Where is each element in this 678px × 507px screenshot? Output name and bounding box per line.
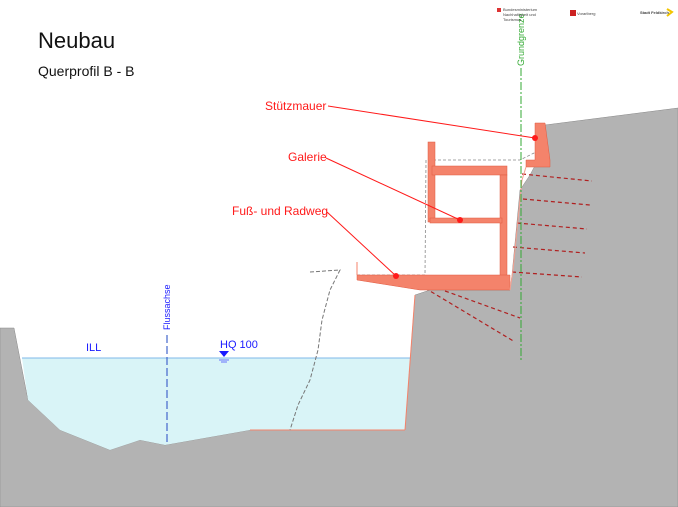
marker-retaining-wall [532,135,538,141]
retaining-wall [525,122,551,168]
ground [0,107,678,507]
gallery-right-wall [499,174,508,283]
label-retaining-wall: Stützmauer [265,99,327,113]
gallery-middle-slab [429,217,503,224]
ground-anchors [424,173,593,343]
page-title: Neubau [38,28,116,53]
river-water [22,358,410,450]
label-gallery: Galerie [288,150,327,164]
logo-ministry-mark [497,8,501,12]
marker-gallery [457,217,463,223]
logo-vorarlberg-mark [570,10,576,16]
label-flood-level: HQ 100 [220,339,258,351]
label-leaders [325,105,536,277]
water-level-ticks [219,359,229,363]
page-subtitle: Querprofil B - B [38,63,135,79]
label-river-axis: Flussachse [162,284,172,330]
path-slab [356,274,511,291]
existing-profile-line [289,269,341,431]
gallery-top-slab [431,165,508,176]
marker-path [393,273,399,279]
logo-vorarlberg: Vorarlberg [577,11,596,16]
wall-back-line [509,166,527,291]
river-bank-line [404,294,416,431]
label-path: Fuß- und Radweg [232,204,329,218]
logo-ministry: Bundesministerium Nachhaltigkeit und Tou… [503,7,538,22]
flood-level-icon [219,351,229,357]
logo-feldkirch-mark [666,8,674,17]
logo-feldkirch: Stadt Feldkirch [640,10,669,15]
label-river: ILL [86,342,102,354]
gallery-left-wall [427,141,436,223]
